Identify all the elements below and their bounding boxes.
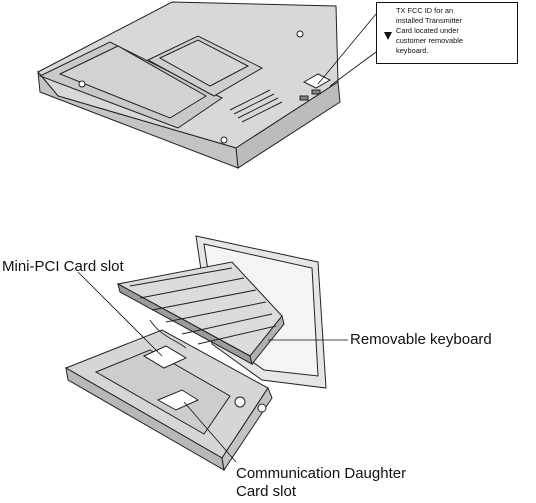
communication-daughter-card-label-line2: Card slot: [236, 483, 296, 501]
communication-daughter-card-label-line1: Communication Daughter: [236, 465, 406, 483]
mini-pci-card-slot-label: Mini-PCI Card slot: [2, 258, 124, 276]
fcc-callout-line: Card located under: [396, 26, 459, 35]
fcc-callout-line: installed Transmitter: [396, 16, 462, 25]
fcc-id-callout: TX FCC ID for an installed Transmitter C…: [376, 2, 518, 64]
laptop-bottom-view: [38, 2, 340, 168]
fcc-callout-line: customer removable: [396, 36, 463, 45]
warning-triangle-icon: [384, 32, 392, 40]
fcc-callout-line: TX FCC ID for an: [396, 6, 453, 15]
removable-keyboard-label: Removable keyboard: [350, 331, 492, 349]
fcc-callout-line: keyboard.: [396, 46, 428, 55]
